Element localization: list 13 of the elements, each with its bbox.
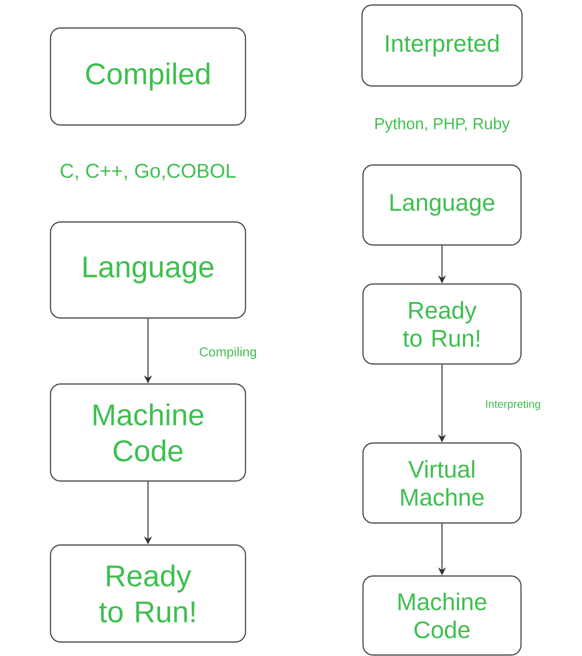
edge-label: Compiling	[198, 346, 258, 360]
process-box: Ready to Run!	[50, 544, 246, 643]
language-list: C, C++, Go,COBOL	[60, 164, 236, 180]
process-box: Compiled	[50, 27, 246, 126]
process-box: Machine Code	[362, 575, 522, 656]
language-list: Python, PHP, Ruby	[375, 118, 510, 132]
process-box: Machine Code	[50, 383, 246, 482]
edge-label: Interpreting	[484, 398, 542, 412]
process-box: Virtual Machne	[362, 442, 522, 524]
process-box: Interpreted	[361, 4, 523, 87]
process-box: Language	[50, 221, 246, 319]
process-box: Ready to Run!	[362, 283, 522, 365]
process-box: Language	[362, 164, 522, 246]
